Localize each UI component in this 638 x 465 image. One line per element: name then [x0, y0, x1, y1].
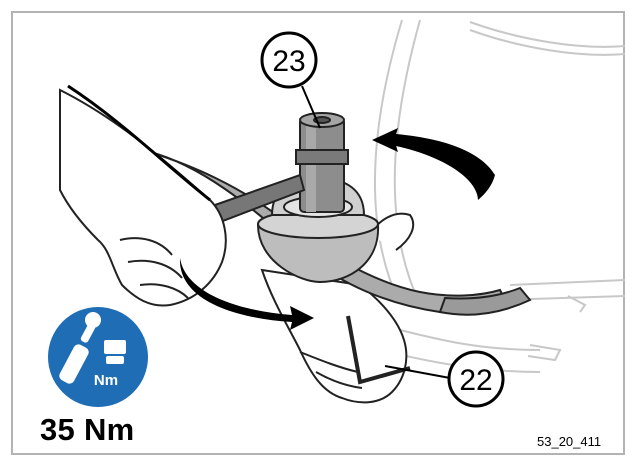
callout-23-label: 23: [272, 45, 305, 78]
torque-icon-badge: Nm: [48, 307, 148, 407]
callout-line-22: [384, 365, 451, 379]
hex-key: [346, 315, 411, 385]
torque-icon-label: Nm: [94, 372, 118, 389]
machine-outline: [373, 19, 626, 373]
gripping-hand: [59, 88, 227, 307]
socket-wrench-tool: [295, 112, 349, 213]
callout-line-23: [301, 85, 321, 129]
figure-reference: 53_20_411: [537, 434, 602, 449]
torque-wrench-icon: [59, 312, 126, 384]
torque-value: 35 Nm: [40, 412, 135, 447]
supporting-hand: [260, 212, 415, 404]
callout-23: 23: [260, 31, 318, 89]
arm-line: [67, 84, 211, 202]
callout-22: 22: [447, 350, 505, 408]
rotation-arrows: [179, 128, 495, 330]
callout-22-label: 22: [459, 364, 492, 397]
